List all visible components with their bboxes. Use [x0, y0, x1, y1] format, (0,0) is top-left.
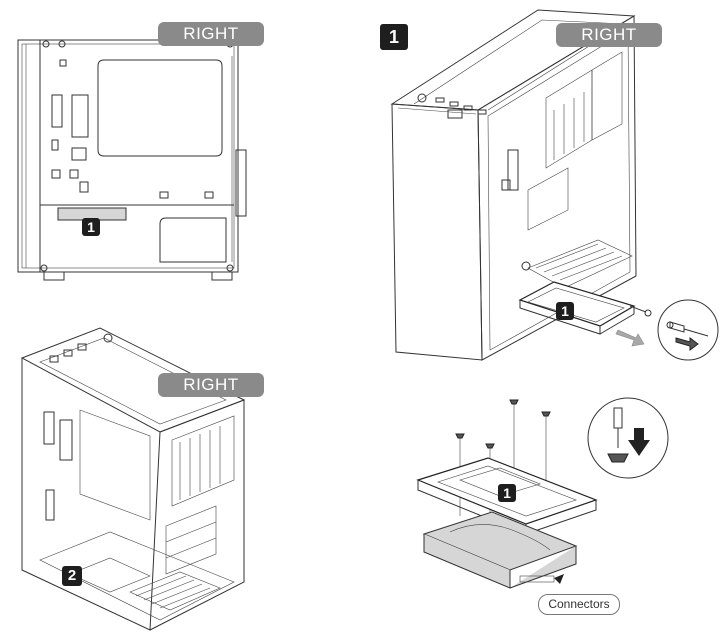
case-iso-drawing-top [390, 9, 719, 361]
tray-step-1-badge: 1 [556, 302, 574, 320]
case-side-drawing [17, 39, 247, 281]
step-1-header-badge: 1 [380, 24, 408, 50]
hdd-step-1-badge: 1 [498, 484, 516, 502]
remove-tray-diagram: 1 RIGHT 1 [378, 0, 726, 370]
step-1-badge: 1 [82, 218, 100, 236]
case-iso-drawing-bottom [20, 327, 246, 631]
hdd-mount-diagram: 1 Connectors [400, 380, 726, 640]
case-interior-diagram: RIGHT 2 [0, 320, 270, 640]
side-view-diagram: RIGHT 1 [0, 0, 270, 290]
right-side-tab: RIGHT [158, 22, 264, 46]
step-2-badge: 2 [62, 566, 82, 586]
right-side-tab-top: RIGHT [556, 23, 662, 47]
right-side-tab-bottom: RIGHT [158, 373, 264, 397]
connectors-label: Connectors [538, 594, 620, 615]
hdd-tray-drawing [416, 397, 669, 589]
